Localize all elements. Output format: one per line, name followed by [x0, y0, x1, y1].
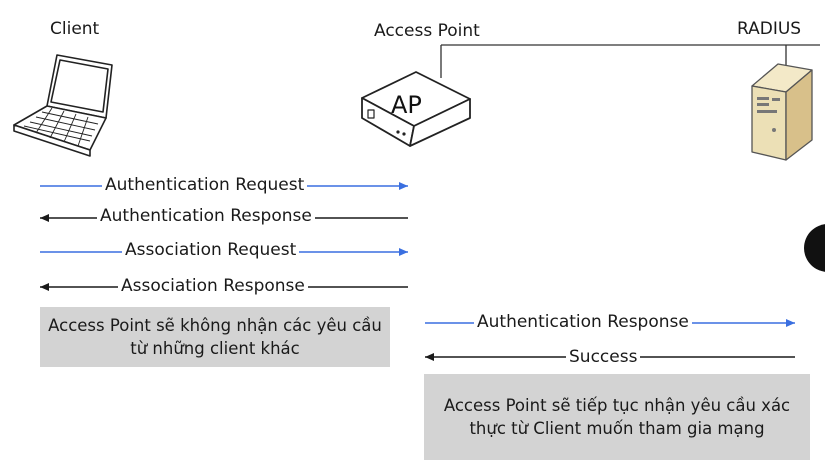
edge-badge-icon	[804, 224, 825, 272]
note-1-text: Access Point sẽ không nhận các yêu cầu t…	[48, 316, 382, 358]
radius-label: RADIUS	[737, 19, 802, 39]
note-2-text: Access Point sẽ tiếp tục nhận yêu cầu xá…	[443, 396, 791, 438]
client-label: Client	[50, 19, 100, 39]
msg-association-response: Association Response	[118, 276, 308, 296]
msg-authentication-response: Authentication Response	[97, 206, 315, 226]
note-ap-continues: Access Point sẽ tiếp tục nhận yêu cầu xá…	[424, 374, 810, 460]
access-point-device-icon	[361, 71, 471, 147]
msg-authentication-response-radius: Authentication Response	[474, 312, 692, 332]
note-ap-rejects-others: Access Point sẽ không nhận các yêu cầu t…	[40, 307, 390, 367]
ap-device-text: AP	[391, 91, 422, 119]
msg-authentication-request: Authentication Request	[102, 175, 308, 195]
laptop-icon	[13, 54, 113, 157]
server-icon	[751, 63, 813, 161]
access-point-label: Access Point	[374, 21, 480, 41]
msg-association-request: Association Request	[122, 240, 300, 260]
msg-success: Success	[566, 347, 641, 367]
